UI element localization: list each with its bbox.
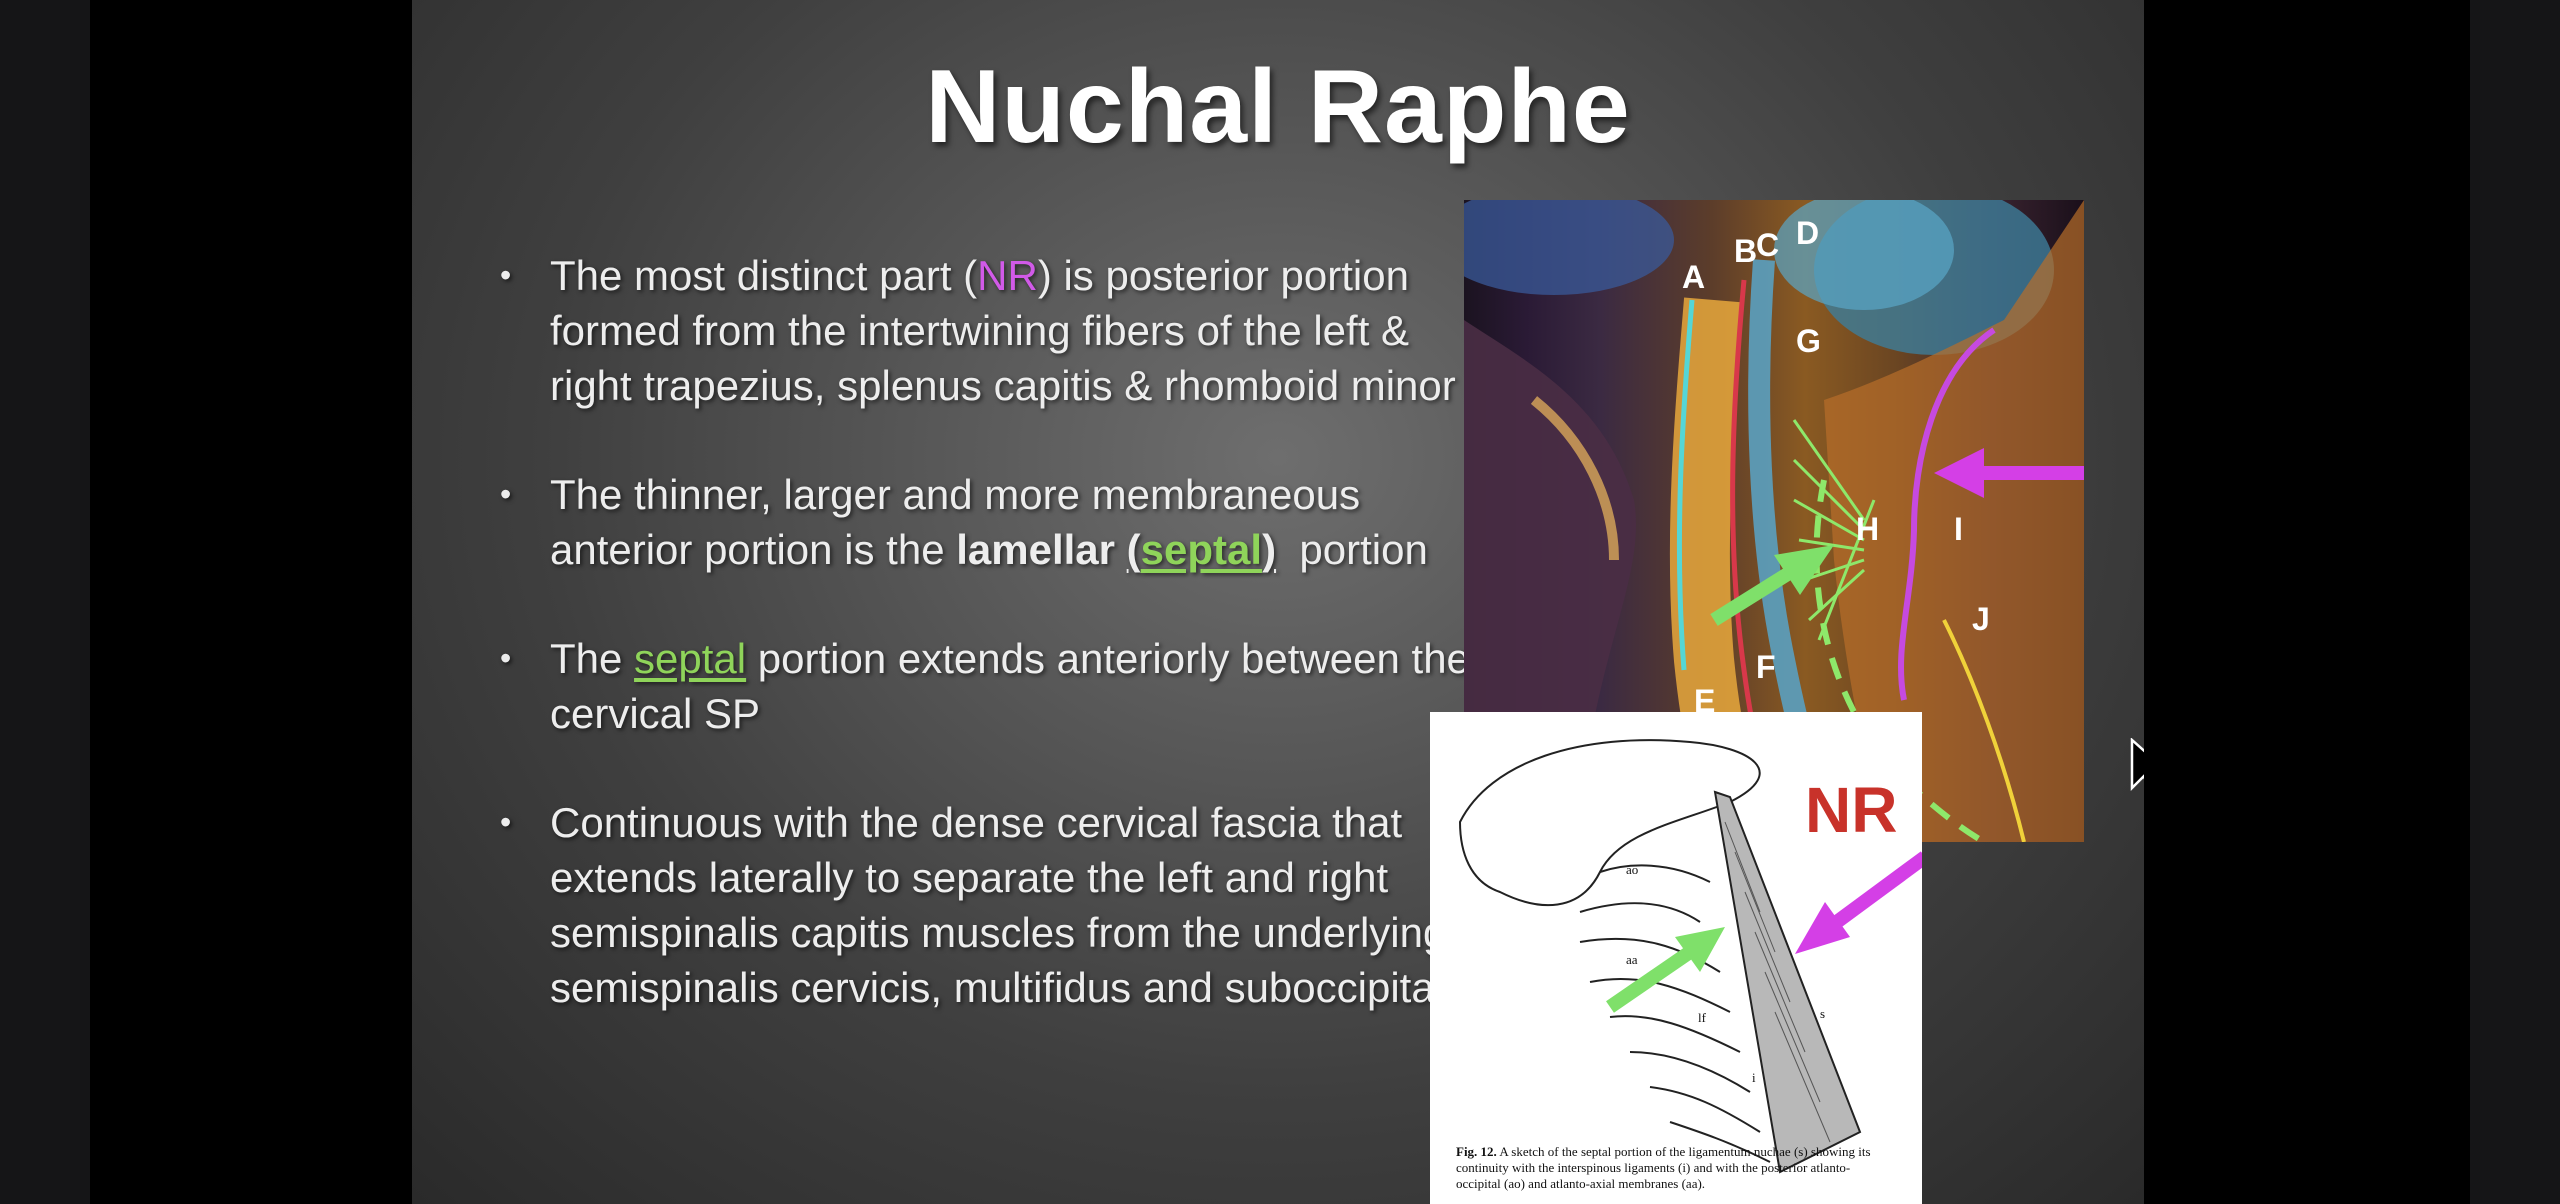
mri-label-b: B [1734, 233, 1757, 269]
mouse-pointer-icon [2130, 738, 2144, 792]
mri-label-g: G [1796, 323, 1821, 359]
bullet-dot-icon: • [500, 257, 512, 293]
sketch-label-i: i [1752, 1070, 1756, 1085]
mri-label-f: F [1756, 649, 1776, 685]
right-letterbox [2470, 0, 2560, 1204]
bullet-item-3: • The septal portion extends anteriorly … [492, 631, 1492, 741]
septal-highlight: septal [634, 635, 747, 682]
mri-label-i: I [1954, 511, 1963, 547]
green-arrow-icon [1710, 545, 1834, 626]
figure-caption: Fig. 12. A sketch of the septal portion … [1456, 1144, 1871, 1191]
magenta-arrow-icon [1934, 448, 2084, 498]
sketch-label-s: s [1820, 1006, 1825, 1021]
bullet-dot-icon: • [500, 640, 512, 676]
sketch-label-lf: lf [1698, 1010, 1707, 1025]
sketch-label-ao: ao [1626, 862, 1638, 877]
left-letterbox [0, 0, 90, 1204]
sketch-label-aa: aa [1626, 952, 1638, 967]
mri-label-d: D [1796, 215, 1819, 251]
bullet-dot-icon: • [500, 476, 512, 512]
bullet-item-4: • Continuous with the dense cervical fas… [492, 795, 1492, 1015]
nr-highlight: NR [977, 252, 1038, 299]
mri-label-j: J [1972, 601, 1990, 637]
nr-label: NR [1805, 774, 1897, 846]
sketch-illustration: NR ao aa lf s i [1458, 739, 1922, 1174]
presentation-slide: Nuchal Raphe • The most distinct part (N… [412, 0, 2144, 1204]
green-arrow-icon [1606, 927, 1725, 1013]
bullet-dot-icon: • [500, 804, 512, 840]
septal-highlight: septal [1140, 526, 1263, 573]
mri-label-h: H [1856, 511, 1879, 547]
mri-label-c: C [1756, 227, 1779, 263]
mri-label-e: E [1694, 683, 1715, 719]
bullet-item-2: • The thinner, larger and more membraneo… [492, 467, 1492, 577]
slide-title: Nuchal Raphe [925, 49, 1631, 165]
ligamentum-nuchae-sketch: NR ao aa lf s i Fig. 12. A sketch of the… [1430, 712, 1922, 1204]
magenta-arrow-icon [1795, 851, 1922, 954]
bullet-item-1: • The most distinct part (NR) is posteri… [492, 248, 1492, 413]
mri-label-a: A [1682, 259, 1705, 295]
bullet-list: • The most distinct part (NR) is posteri… [492, 248, 1492, 1069]
lamellar-term: lamellar [956, 526, 1115, 573]
